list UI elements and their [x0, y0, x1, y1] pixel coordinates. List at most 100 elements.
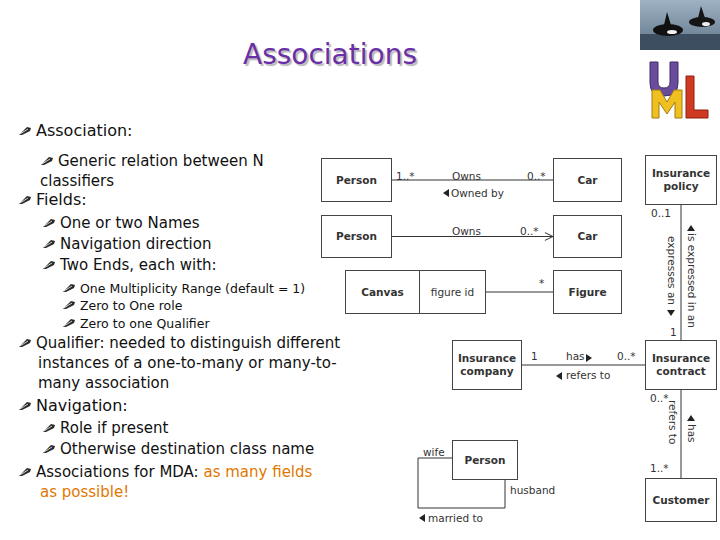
pen-bullet-slit	[44, 447, 52, 452]
bullet-text: Navigation direction	[60, 235, 211, 253]
pen-bullet	[42, 259, 56, 270]
pen-bullet-shape	[41, 157, 53, 165]
pen-bullet	[18, 125, 32, 136]
multiplicity-label: Owned by	[451, 187, 504, 200]
bullet-item: Navigation:	[18, 396, 218, 416]
bullet-text: Generic relation between N classifiers	[40, 152, 264, 190]
pen-bullet-slit	[20, 129, 28, 134]
multiplicity-label: has	[685, 424, 698, 443]
bullet-item: Otherwise destination class name	[42, 439, 332, 459]
pen-bullet-shape	[43, 445, 55, 453]
pen-bullet-slit	[44, 263, 52, 268]
association-name: Owns	[452, 225, 481, 238]
pen-bullet	[42, 238, 56, 249]
association-connector	[681, 390, 682, 478]
multiplicity-label: is expressed in an	[685, 233, 698, 328]
pen-bullet	[18, 466, 32, 477]
multiplicity-label: refers to	[566, 369, 610, 382]
pen-bullet-shape	[43, 261, 55, 269]
pen-bullet-shape	[63, 284, 75, 292]
pen-bullet-slit	[64, 303, 72, 308]
class-box: Car	[553, 158, 622, 202]
pen-bullet-slit	[20, 470, 28, 475]
pen-bullet-shape	[43, 424, 55, 432]
association-line	[681, 390, 682, 478]
arrow-head	[545, 233, 553, 241]
class-name: Canvas	[361, 286, 403, 299]
multiplicity-label: *	[539, 277, 544, 290]
uml-logo	[650, 62, 708, 118]
multiplicity-label: husband	[510, 484, 555, 497]
class-box: Figure	[553, 270, 622, 314]
association-connector	[486, 292, 553, 293]
pen-bullet	[42, 217, 56, 228]
pen-bullet	[62, 317, 76, 328]
multiplicity-label: 1..*	[650, 462, 669, 475]
pen-bullet	[42, 443, 56, 454]
multiplicity-label: 1	[531, 350, 538, 363]
bullet-text: Role if present	[60, 419, 168, 437]
class-name: Person	[336, 230, 377, 243]
association-line	[522, 365, 645, 366]
bullet-text: Otherwise destination class name	[60, 440, 314, 458]
pen-bullet	[62, 282, 76, 293]
pen-bullet-slit	[44, 242, 52, 247]
class-box: Customer	[645, 478, 717, 522]
bullet-text: Fields:	[36, 190, 87, 209]
bullet-text: Zero to One role	[80, 298, 182, 313]
bullet-item: Two Ends, each with:	[42, 255, 302, 275]
bullet-item: Generic relation between N classifiers	[40, 151, 302, 191]
association-name: Owns	[452, 170, 481, 183]
bullet-item: Role if present	[42, 418, 302, 438]
association-name: has	[566, 350, 585, 363]
bullet-item: Association:	[18, 121, 298, 141]
association-line	[486, 292, 553, 293]
pen-bullet-slit	[44, 426, 52, 431]
pen-bullet-slit	[42, 159, 50, 164]
class-name: Car	[578, 174, 598, 187]
class-name: Insurance contract	[648, 352, 714, 378]
association-connector	[522, 365, 645, 366]
pen-bullet-slit	[64, 321, 72, 326]
association-name: married to	[428, 512, 483, 525]
class-box: Person	[321, 215, 392, 258]
bullet-item: Navigation direction	[42, 234, 302, 254]
pen-bullet-shape	[19, 196, 31, 204]
pen-bullet	[18, 400, 32, 411]
class-box: Insurance company	[452, 340, 522, 390]
pen-bullet	[42, 422, 56, 433]
pen-bullet-slit	[64, 286, 72, 291]
pen-bullet-slit	[20, 404, 28, 409]
multiplicity-label: 1	[670, 326, 677, 339]
class-name: Insurance company	[455, 352, 519, 378]
bullet-item: One Multiplicity Range (default = 1)	[62, 279, 347, 299]
association-name: refers to	[666, 400, 679, 444]
class-box: Car	[553, 215, 622, 258]
pen-bullet	[62, 299, 76, 310]
class-box: Canvas	[345, 270, 420, 314]
pen-bullet-slit	[20, 198, 28, 203]
multiplicity-label: wife	[423, 446, 445, 459]
pen-bullet-shape	[43, 240, 55, 248]
bullet-text: Qualifier: needed to distinguish differe…	[36, 334, 340, 392]
association-connector	[681, 205, 682, 340]
class-box: Insurance contract	[645, 340, 717, 390]
pen-bullet-shape	[19, 127, 31, 135]
pen-bullet-slit	[20, 341, 28, 346]
association-line	[681, 205, 682, 340]
multiplicity-label: 0..*	[527, 170, 546, 183]
pen-bullet	[18, 337, 32, 348]
class-name: Customer	[653, 494, 710, 507]
association-name: expresses an	[665, 236, 678, 305]
class-name: Car	[578, 230, 598, 243]
slide-title: Associations	[180, 38, 480, 72]
bullet-text: Zero to one Qualifier	[80, 316, 210, 331]
pen-bullet	[18, 194, 32, 205]
bullet-text: Navigation:	[36, 396, 128, 415]
bullet-item: Zero to one Qualifier	[62, 314, 322, 334]
class-box: Insurance policy	[645, 155, 717, 205]
bullet-text: One Multiplicity Range (default = 1)	[80, 281, 305, 296]
pen-bullet-shape	[19, 339, 31, 347]
class-box: Person	[452, 440, 518, 480]
